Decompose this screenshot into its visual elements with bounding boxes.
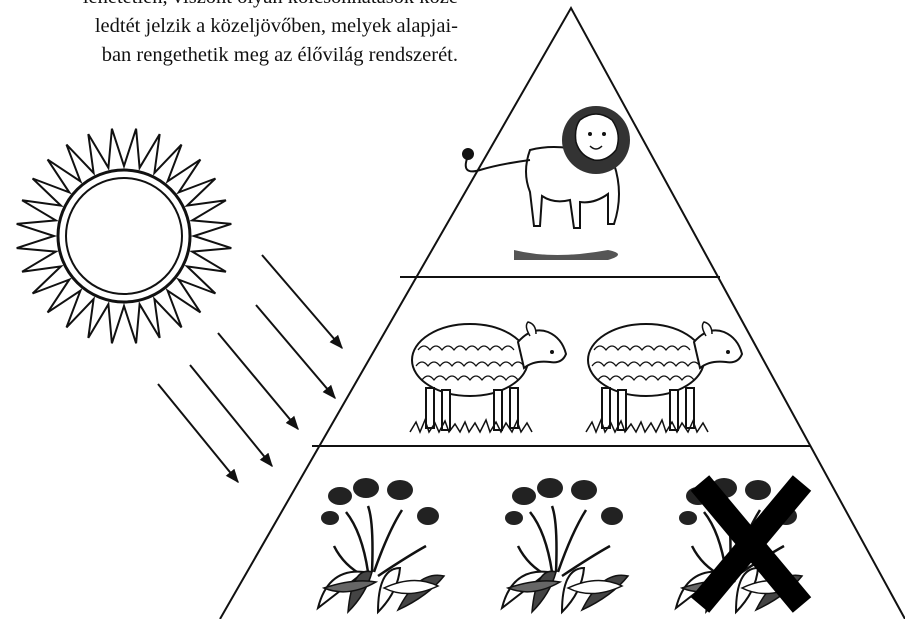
pyramid-outline — [220, 8, 905, 619]
sheep-icon — [410, 322, 566, 432]
sun-icon — [17, 129, 232, 344]
arrow-icon — [158, 384, 238, 482]
arrow-icon — [190, 365, 272, 466]
arrow-icon — [262, 255, 342, 348]
lion-icon — [462, 106, 630, 260]
arrow-icon — [256, 305, 335, 398]
pyramid — [220, 8, 905, 619]
flower-plant-icon — [318, 478, 444, 612]
sheep-icon — [586, 322, 742, 432]
flower-plant-icon — [502, 478, 628, 612]
